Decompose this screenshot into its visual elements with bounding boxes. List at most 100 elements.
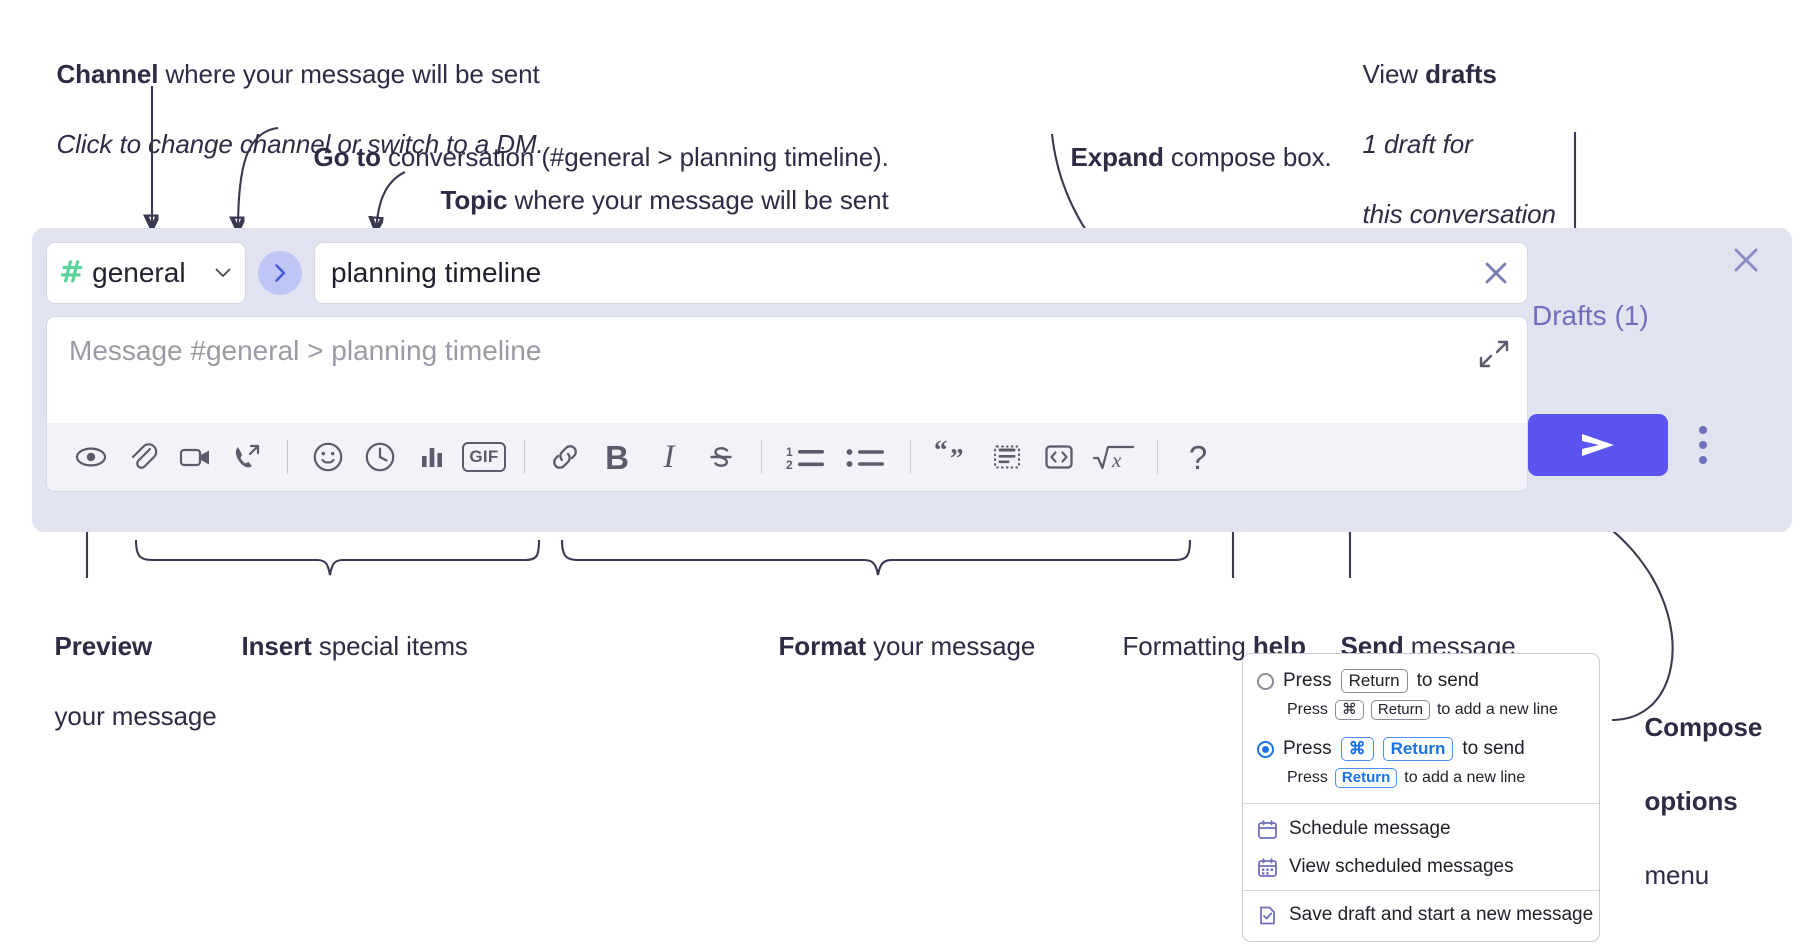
option-cmd-return-sub-post: to add a new line (1404, 769, 1526, 786)
key-return: Return (1340, 669, 1408, 693)
math-icon[interactable]: x (1085, 431, 1143, 483)
kebab-dot (1699, 426, 1707, 434)
clock-icon[interactable] (354, 431, 406, 483)
bold-label: B (605, 438, 629, 476)
formatting-help-icon[interactable]: ? (1172, 431, 1224, 483)
compose-actions: Drafts (1) (1528, 242, 1768, 518)
annotation-goto-bold: Go to (313, 142, 381, 172)
annotation-preview-line2: your message (54, 701, 217, 731)
annotation-insert: Insert special items (213, 594, 468, 699)
key-return: Return (1370, 700, 1430, 720)
strikethrough-icon[interactable] (695, 431, 747, 483)
close-compose-icon[interactable] (1728, 242, 1764, 278)
option-return-pre: Press (1283, 670, 1332, 691)
annotation-goto-rest: conversation (#general > planning timeli… (380, 142, 889, 172)
link-icon[interactable] (539, 431, 591, 483)
document-check-icon (1257, 905, 1278, 926)
option-return-sub: Press ⌘ Return to add a new line (1287, 696, 1585, 724)
option-cmd-return-pre: Press (1283, 738, 1332, 759)
preview-icon[interactable] (65, 431, 117, 483)
option-cmd-return-sub: Press Return to add a new line (1287, 764, 1585, 792)
channel-selector[interactable]: # general (46, 242, 246, 304)
drafts-link[interactable]: Drafts (1) (1532, 300, 1649, 331)
menu-divider (1243, 803, 1599, 804)
compose-inner: # general planning timeline (46, 242, 1528, 492)
calendar-grid-icon (1257, 857, 1278, 878)
option-return-row[interactable]: Press Return to send (1257, 666, 1585, 696)
radio-return[interactable] (1257, 672, 1274, 690)
attachment-icon[interactable] (117, 431, 169, 483)
option-return-post: to send (1416, 670, 1479, 691)
key-command: ⌘ (1340, 737, 1374, 761)
svg-text:“: “ (934, 440, 948, 465)
goto-conversation-button[interactable] (258, 251, 302, 295)
option-cmd-return-sub-pre: Press (1287, 769, 1328, 786)
gif-icon[interactable]: GIF (458, 431, 510, 483)
annotation-compose-options-l3: menu (1644, 860, 1710, 890)
annotation-topic-rest: where your message will be sent (507, 185, 889, 215)
annotation-topic: Topic where your message will be sent (412, 148, 889, 253)
bulleted-list-icon[interactable] (836, 431, 896, 483)
annotation-expand-rest: compose box. (1163, 142, 1332, 172)
topic-clear-icon[interactable] (1479, 256, 1513, 290)
annotation-expand: Expand compose box. (1042, 105, 1332, 210)
menu-item-save-draft[interactable]: Save draft and start a new message (1243, 896, 1599, 934)
expand-compose-icon[interactable] (1479, 339, 1509, 369)
menu-option-cmd-return[interactable]: Press ⌘ Return to send Press Return to a… (1243, 734, 1599, 792)
help-label: ? (1188, 438, 1208, 476)
formatting-toolbar: GIF B I (47, 423, 1527, 491)
menu-item-schedule-message[interactable]: Schedule message (1243, 810, 1599, 848)
annotation-drafts-bold: drafts (1425, 59, 1497, 89)
option-cmd-return-post: to send (1462, 738, 1525, 759)
option-return-sub-pre: Press (1287, 701, 1328, 718)
separator-4 (910, 440, 911, 474)
compose-header-row: # general planning timeline (46, 242, 1528, 304)
key-command: ⌘ (1334, 700, 1364, 720)
menu-item-label: Schedule message (1289, 818, 1451, 839)
italic-icon[interactable]: I (643, 431, 695, 483)
annotation-preview-bold: Preview (54, 631, 153, 661)
annotation-expand-bold: Expand (1070, 142, 1164, 172)
annotation-compose-options-l1: Compose (1644, 712, 1763, 742)
compose-options-button[interactable] (1688, 422, 1718, 468)
separator-1 (287, 440, 288, 474)
option-return-sub-post: to add a new line (1436, 701, 1558, 718)
kebab-dot (1699, 456, 1707, 464)
poll-icon[interactable] (406, 431, 458, 483)
annotation-insert-rest: special items (311, 631, 468, 661)
video-icon[interactable] (169, 431, 221, 483)
separator-5 (1157, 440, 1158, 474)
compose-panel: # general planning timeline (32, 228, 1792, 532)
annotation-drafts-plain: View (1362, 59, 1426, 89)
key-return: Return (1334, 768, 1398, 788)
code-icon[interactable] (1033, 431, 1085, 483)
annotation-channel-bold: Channel (56, 59, 159, 89)
call-forward-icon[interactable] (221, 431, 273, 483)
bold-icon[interactable]: B (591, 431, 643, 483)
annotation-drafts-line2: 1 draft for (1362, 129, 1473, 159)
code-block-icon[interactable] (981, 431, 1033, 483)
separator-3 (761, 440, 762, 474)
ordered-list-icon[interactable]: 1 2 (776, 431, 836, 483)
italic-label: I (663, 438, 675, 475)
menu-divider (1243, 890, 1599, 891)
menu-option-return[interactable]: Press Return to send Press ⌘ Return to a… (1243, 666, 1599, 724)
radio-cmd-return[interactable] (1257, 740, 1274, 758)
annotation-compose-options: Compose options menu (1616, 672, 1763, 931)
option-cmd-return-row[interactable]: Press ⌘ Return to send (1257, 734, 1585, 764)
chevron-down-icon (213, 263, 233, 283)
annotation-format: Format your message (750, 594, 1036, 699)
menu-item-view-scheduled[interactable]: View scheduled messages (1243, 848, 1599, 886)
topic-field[interactable]: planning timeline (314, 242, 1528, 304)
message-placeholder: Message #general > planning timeline (69, 335, 542, 366)
svg-text:1: 1 (786, 445, 793, 459)
svg-text:x: x (1111, 448, 1122, 472)
emoji-icon[interactable] (302, 431, 354, 483)
annotation-channel-rest: where your message will be sent (158, 59, 540, 89)
send-button[interactable] (1528, 414, 1668, 476)
message-input[interactable]: Message #general > planning timeline (47, 317, 1527, 423)
blockquote-icon[interactable]: “ ” (925, 431, 981, 483)
separator-2 (524, 440, 525, 474)
annotation-insert-bold: Insert (241, 631, 312, 661)
